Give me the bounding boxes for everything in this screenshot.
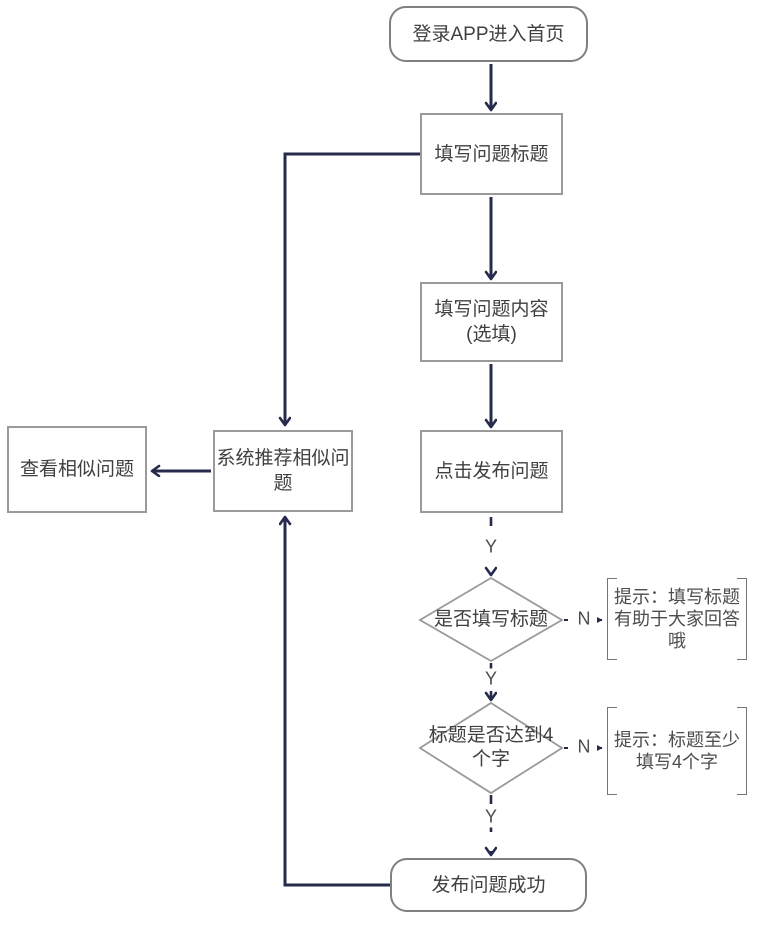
tip-min-length: 提示：标题至少填写4个字 <box>607 707 747 795</box>
node-publish-label: 点击发布问题 <box>434 461 549 482</box>
node-fill-content-label: 填写问题内容 (选填) <box>434 299 549 345</box>
node-recommend-similar-label: 系统推荐相似问题 <box>216 448 350 494</box>
edge-fill-title-to-recommend <box>285 152 420 425</box>
edge-label-yes-1: Y <box>479 536 503 558</box>
node-publish-success: 发布问题成功 <box>390 858 587 912</box>
node-publish-success-label: 发布问题成功 <box>431 874 546 896</box>
decision-title-length-label: 标题是否达到4个字 <box>428 725 554 770</box>
decision-title-filled-label: 是否填写标题 <box>433 609 548 630</box>
decision-title-filled: 是否填写标题 <box>421 595 561 645</box>
node-fill-title: 填写问题标题 <box>420 113 563 195</box>
decision-title-length: 标题是否达到4个字 <box>421 722 561 774</box>
node-login-home: 登录APP进入首页 <box>389 6 588 62</box>
edge-label-yes-2: Y <box>479 668 503 690</box>
decision-title-filled-shape <box>418 576 564 663</box>
node-view-similar-label: 查看相似问题 <box>19 459 134 480</box>
edge-label-no-2: N <box>572 736 596 758</box>
node-login-home-label: 登录APP进入首页 <box>412 23 565 45</box>
edge-label-yes-3: Y <box>479 806 503 828</box>
tip-min-length-text: 提示：标题至少填写4个字 <box>614 730 740 772</box>
node-fill-content: 填写问题内容 (选填) <box>420 282 563 362</box>
node-view-similar: 查看相似问题 <box>7 426 147 513</box>
tip-no-title-text: 提示：填写标题有助于大家回答哦 <box>614 587 740 651</box>
decision-title-length-shape <box>418 701 564 795</box>
node-recommend-similar: 系统推荐相似问题 <box>213 430 353 512</box>
edge-label-no-1: N <box>572 608 596 630</box>
node-publish: 点击发布问题 <box>420 430 563 513</box>
node-fill-title-label: 填写问题标题 <box>434 143 549 165</box>
tip-no-title: 提示：填写标题有助于大家回答哦 <box>607 578 747 660</box>
edge-success-to-recommend <box>285 517 390 887</box>
